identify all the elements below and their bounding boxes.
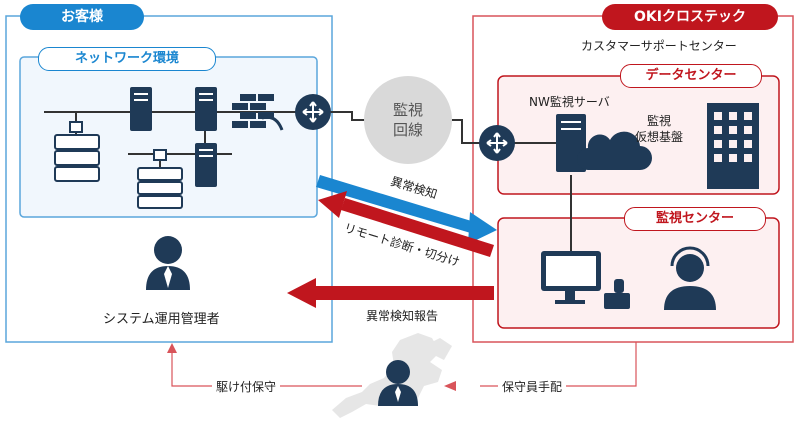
onsite-arrow-head-up <box>167 343 177 353</box>
datacenter-tag: データセンター <box>620 64 762 88</box>
firewall-icon <box>232 94 284 131</box>
router-icon <box>479 125 515 161</box>
operator-icon <box>664 246 716 310</box>
network-tag: ネットワーク環境 <box>38 47 216 71</box>
monitoring-line-label: 監視 回線 <box>392 101 423 139</box>
monitor-center-box <box>497 217 780 329</box>
nw-server-label: NW監視サーバ <box>529 95 610 109</box>
monitoring-line-circle <box>364 76 452 164</box>
dispatch-arrow-head-left <box>444 381 456 391</box>
virtual-platform-label: 監視 仮想基盤 <box>635 114 684 144</box>
anomaly-detection-arrow <box>316 175 497 244</box>
router-icon <box>295 94 331 130</box>
customer-tag: お客様 <box>20 4 144 30</box>
technician-dispatch-label: 保守員手配 <box>498 378 567 395</box>
admin-label: システム運用管理者 <box>103 312 220 327</box>
cloud-icon <box>577 131 652 170</box>
monitor-center-tag: 監視センター <box>624 207 766 231</box>
support-center-label: カスタマーサポートセンター <box>581 39 737 53</box>
onsite-maintenance-label: 駆け付保守 <box>212 378 281 395</box>
phone-icon <box>604 279 630 309</box>
anomaly-report-arrow <box>287 278 494 308</box>
oki-tag: OKIクロステック <box>602 4 778 30</box>
storage-icon <box>54 134 183 209</box>
server-slots <box>134 93 581 157</box>
remote-diagnosis-arrow <box>318 191 494 257</box>
anomaly-report-label: 異常検知報告 <box>366 309 439 323</box>
